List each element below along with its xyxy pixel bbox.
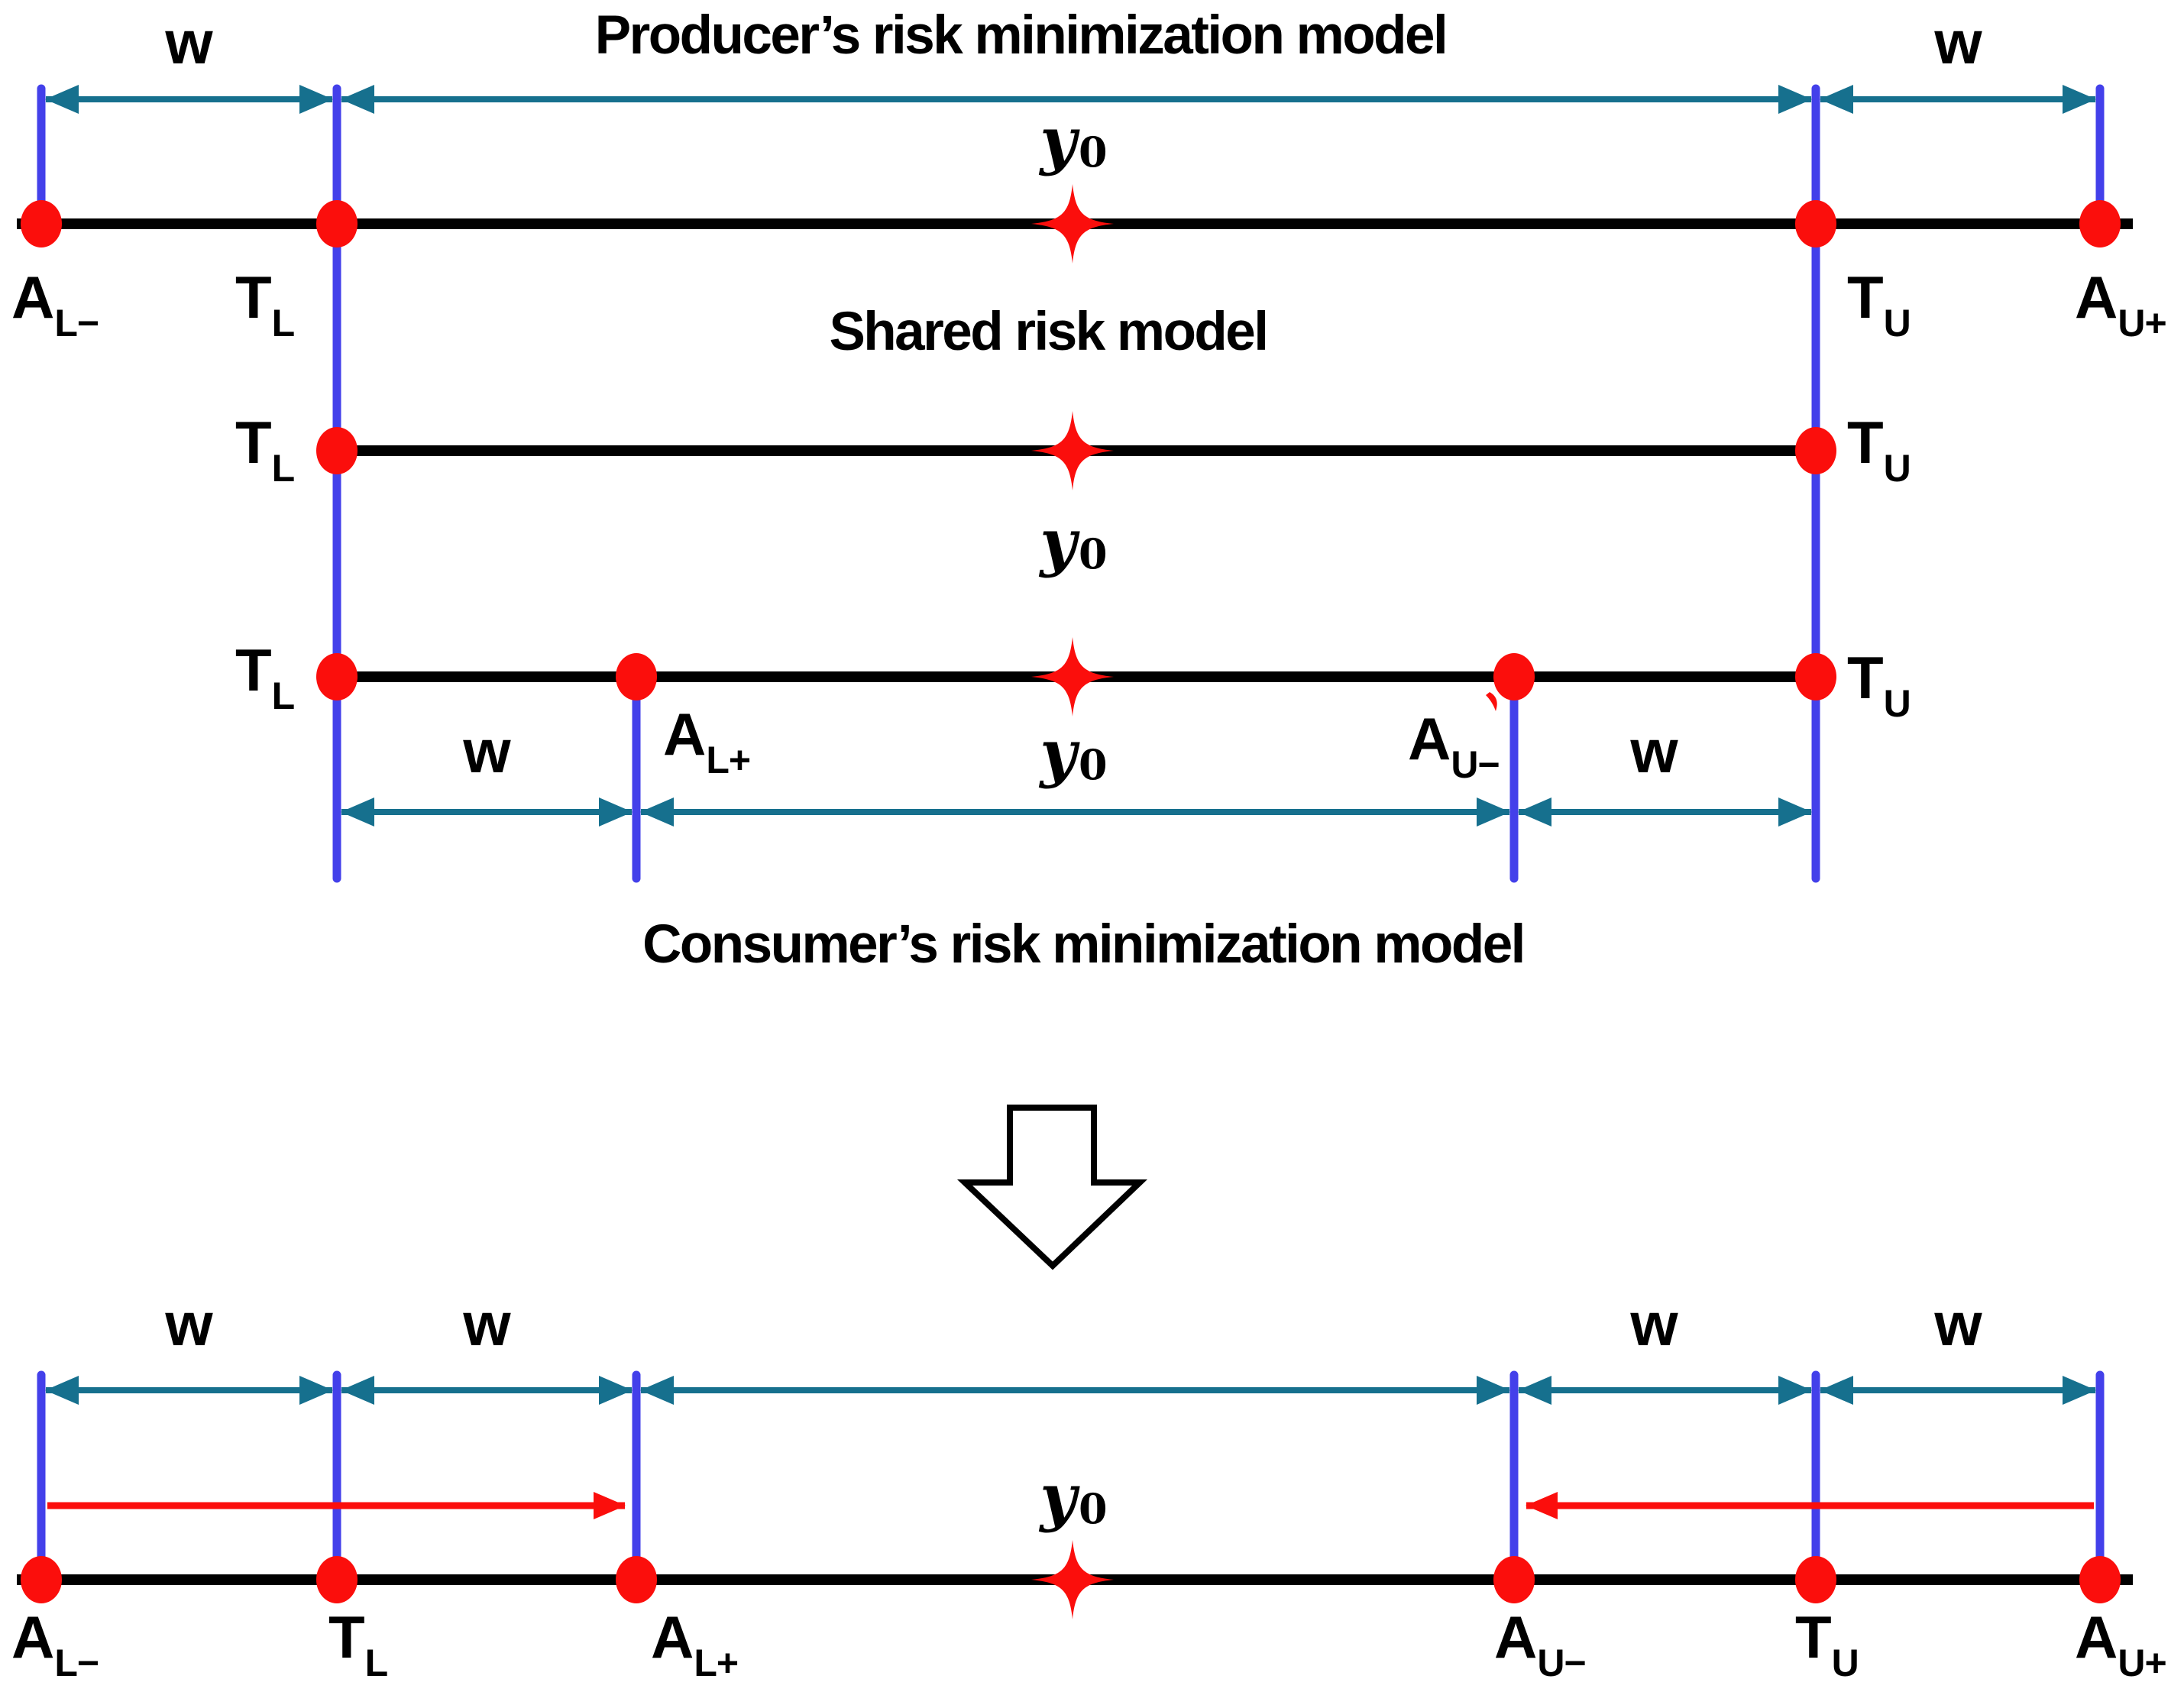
label-au-minus-row3: AU− xyxy=(1408,705,1500,786)
width-label-bot-3: w xyxy=(1630,1290,1678,1358)
shared-model-title: Shared risk model xyxy=(829,302,1269,362)
dot-tl-row1 xyxy=(316,200,358,247)
label-al-minus-row1: AL− xyxy=(11,264,99,345)
dot-au-plus-row1 xyxy=(2079,200,2121,247)
down-arrow-icon xyxy=(956,1105,1147,1270)
label-au-minus-bottom: AU− xyxy=(1494,1603,1587,1684)
label-al-minus-bottom: AL− xyxy=(11,1603,99,1684)
label-tl-row3: TL xyxy=(235,636,295,717)
target-star-icon-row3 xyxy=(1031,637,1114,717)
y-subscript: 0 xyxy=(1079,740,1108,789)
label-au-plus-bottom: AU+ xyxy=(2075,1603,2167,1684)
y-subscript: 0 xyxy=(1079,529,1108,578)
dot-al-plus-bottom xyxy=(616,1556,657,1603)
producer-model-title: Producer’s risk minimization model xyxy=(594,5,1448,66)
label-tu-row3: TU xyxy=(1847,644,1911,725)
y-subscript: 0 xyxy=(1079,128,1108,176)
width-label-mid-right: w xyxy=(1630,717,1678,785)
target-label-row1: y0 xyxy=(1008,104,1137,177)
label-tl-bottom: TL xyxy=(328,1603,388,1684)
target-star-icon-bottom xyxy=(1031,1540,1114,1619)
width-label-bot-4: w xyxy=(1934,1290,1982,1358)
width-label-top-left: w xyxy=(165,8,212,76)
label-tu-row1: TU xyxy=(1847,264,1911,345)
width-label-mid-left: w xyxy=(463,717,510,785)
dot-tl-row3 xyxy=(316,653,358,700)
label-al-plus-bottom: AL+ xyxy=(651,1603,739,1684)
width-label-bot-1: w xyxy=(165,1290,212,1358)
label-al-plus-row3: AL+ xyxy=(663,700,751,781)
dot-tu-bottom xyxy=(1795,1556,1836,1603)
dot-tu-row3 xyxy=(1795,653,1836,700)
stray-red-mark xyxy=(1486,692,1497,711)
label-tl-row2: TL xyxy=(235,409,295,490)
dot-al-minus-bottom xyxy=(21,1556,62,1603)
label-tu-row2: TU xyxy=(1847,409,1911,490)
target-star-icon-row1 xyxy=(1031,184,1114,264)
target-label-row2: y0 xyxy=(1008,506,1137,579)
dot-tu-row2 xyxy=(1795,427,1836,474)
target-label-bottom: y0 xyxy=(1008,1461,1137,1534)
label-tl-row1: TL xyxy=(235,264,295,345)
dot-tu-row1 xyxy=(1795,200,1836,247)
width-label-bot-2: w xyxy=(463,1290,510,1358)
dot-tl-row2 xyxy=(316,427,358,474)
dot-al-plus-row3 xyxy=(616,653,657,700)
y-symbol: y xyxy=(1040,104,1077,177)
target-label-row3: y0 xyxy=(1008,717,1137,790)
width-label-top-right: w xyxy=(1934,8,1982,76)
dot-tl-bottom xyxy=(316,1556,358,1603)
dot-au-plus-bottom xyxy=(2079,1556,2121,1603)
target-stars xyxy=(1031,184,1114,1619)
target-star-icon-row2 xyxy=(1031,411,1114,490)
label-tu-bottom: TU xyxy=(1795,1603,1859,1684)
y-symbol: y xyxy=(1040,717,1077,790)
y-symbol: y xyxy=(1040,506,1077,579)
dot-au-minus-bottom xyxy=(1493,1556,1535,1603)
dot-au-minus-row3 xyxy=(1493,653,1535,700)
y-subscript: 0 xyxy=(1079,1484,1108,1533)
point-dots xyxy=(21,200,2121,1603)
label-au-plus-row1: AU+ xyxy=(2075,264,2167,345)
dot-al-minus-row1 xyxy=(21,200,62,247)
consumer-model-title: Consumer’s risk minimization model xyxy=(642,914,1526,975)
y-symbol: y xyxy=(1040,1461,1077,1534)
